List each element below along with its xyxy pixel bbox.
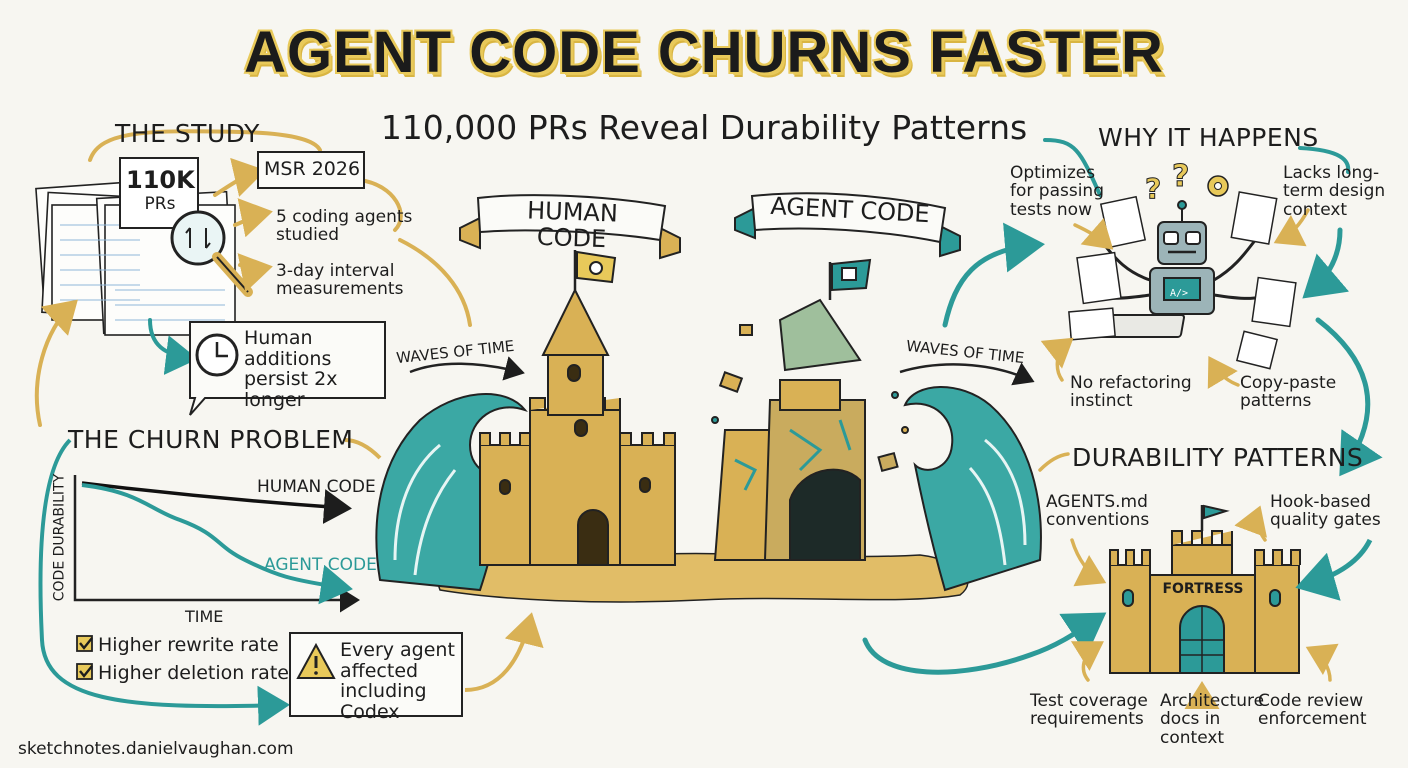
human-sandcastle <box>479 250 676 566</box>
fortress-label: FORTRESS <box>1162 581 1244 597</box>
question-gear-icons: ? ? <box>1145 159 1229 206</box>
why-header: WHY IT HAPPENS <box>1098 123 1319 152</box>
why-reason-tests: Optimizes for passing tests now <box>1010 163 1104 220</box>
checkbox-icons <box>76 635 93 680</box>
study-arrows <box>34 129 472 427</box>
pattern-hooks: Hook-based quality gates <box>1270 492 1381 531</box>
pattern-architecture-docs: Architecture docs in context <box>1160 691 1265 748</box>
page-title: AGENT CODE CHURNS FASTER <box>244 20 1164 85</box>
durability-arrows <box>1070 505 1339 709</box>
study-callout: Human additions persist 2x longer <box>244 327 338 411</box>
why-arrows <box>862 138 1383 675</box>
fortress-icon <box>1109 504 1301 674</box>
why-reason-context: Lacks long-term design context <box>1283 163 1386 220</box>
why-reason-refactoring: No refactoring instinct <box>1070 373 1192 412</box>
agent-sandcastle <box>711 258 909 561</box>
warning-icon <box>296 642 336 679</box>
human-banner <box>459 194 681 260</box>
churn-header: THE CHURN PROBLEM <box>68 425 354 454</box>
churn-check-rewrite: Higher rewrite rate <box>98 634 279 656</box>
pattern-code-review: Code review enforcement <box>1258 691 1367 730</box>
study-badge: 110K <box>126 166 195 194</box>
study-header: THE STUDY <box>115 119 260 148</box>
churn-check-deletion: Higher deletion rate <box>98 662 289 684</box>
churn-warning: Every agent affected including Codex <box>340 639 455 723</box>
wave-right <box>899 362 1042 592</box>
svg-text:A/>: A/> <box>1170 288 1188 299</box>
study-item-agents: 5 coding agents studied <box>276 207 413 246</box>
churn-xlabel: TIME <box>185 607 224 626</box>
footer-credit: sketchnotes.danielvaughan.com <box>18 739 294 759</box>
svg-text:?: ? <box>1172 159 1189 194</box>
page-subtitle: 110,000 PRs Reveal Durability Patterns <box>380 108 1028 147</box>
study-item-msr: MSR 2026 <box>264 158 361 180</box>
agent-banner <box>734 192 961 258</box>
agent-code-line <box>81 483 353 605</box>
callout-box <box>189 321 386 416</box>
durability-header: DURABILITY PATTERNS <box>1072 443 1364 472</box>
msr-box <box>257 151 365 189</box>
study-item-interval: 3-day interval measurements <box>276 261 404 300</box>
svg-text:?: ? <box>1145 172 1161 205</box>
human-banner-label: HUMAN CODE <box>526 196 619 254</box>
human-code-line <box>81 481 352 524</box>
churn-agent-label: AGENT CODE <box>264 555 377 575</box>
study-badge-sub: PRs <box>144 194 176 214</box>
churn-chart <box>73 475 360 613</box>
churn-human-label: HUMAN CODE <box>257 477 376 497</box>
pattern-agentsmd: AGENTS.md conventions <box>1046 492 1150 531</box>
clock-icon <box>195 333 239 377</box>
churn-ylabel: CODE DURABILITY <box>51 473 68 602</box>
pattern-test-coverage: Test coverage requirements <box>1030 691 1148 730</box>
why-reason-copypaste: Copy-paste patterns <box>1240 373 1337 412</box>
why-small-arrows <box>1038 208 1310 472</box>
